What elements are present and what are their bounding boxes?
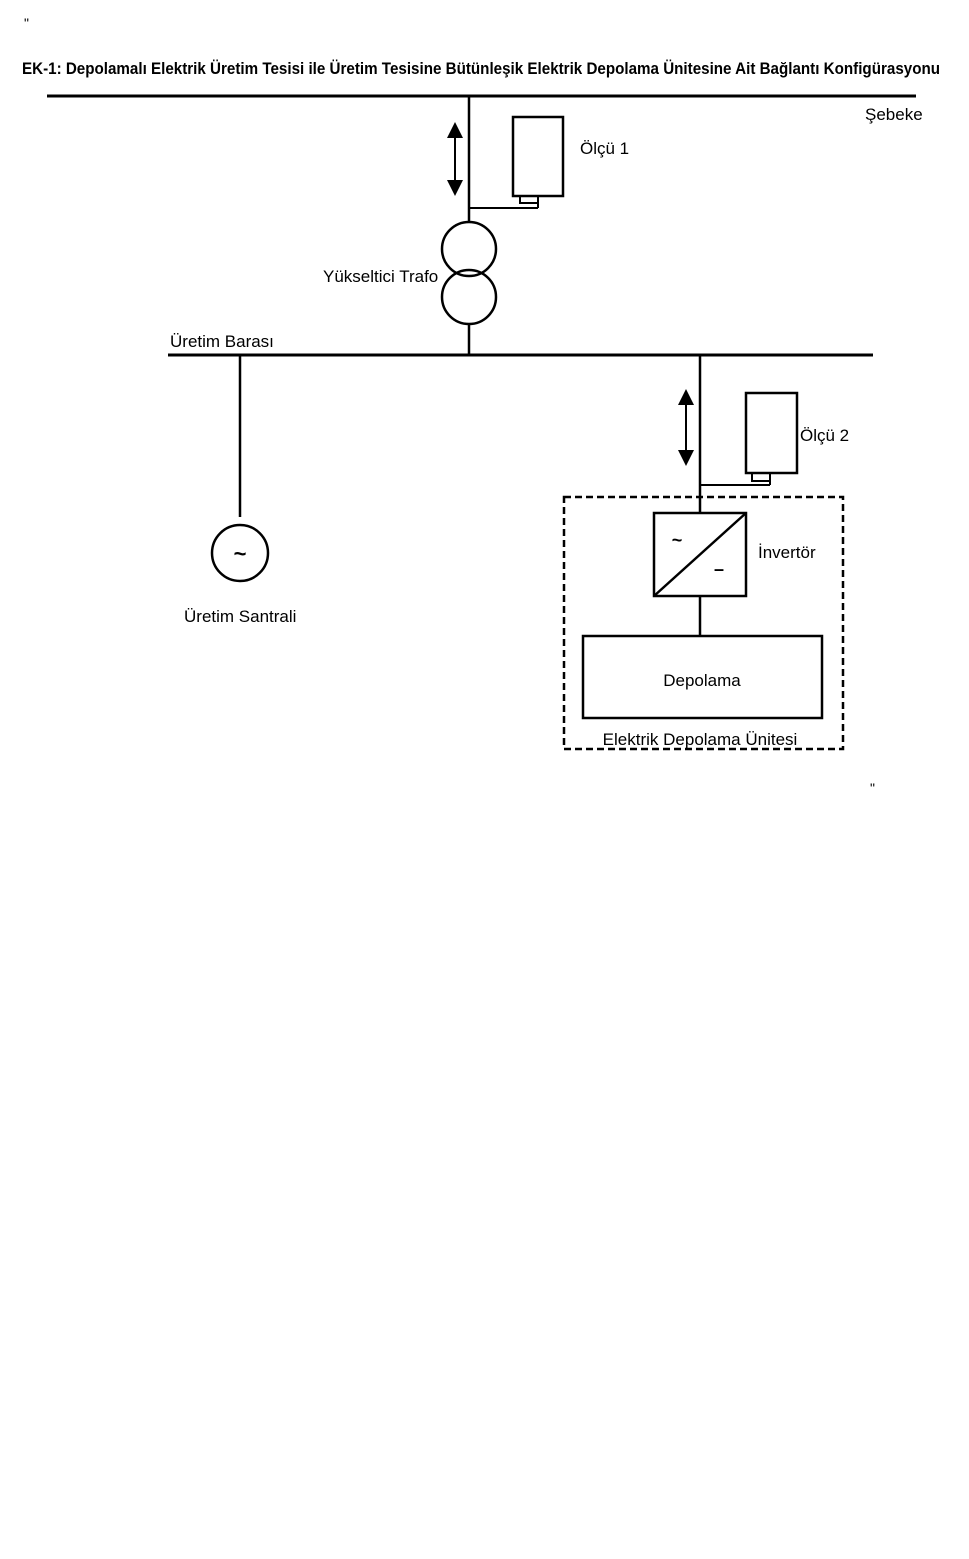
storage-unit-label: Elektrik Depolama Ünitesi xyxy=(603,730,798,749)
transformer-symbol xyxy=(440,220,498,326)
meter-1-label: Ölçü 1 xyxy=(580,139,629,158)
storage-unit-boundary xyxy=(562,495,845,751)
generator-symbol xyxy=(210,523,270,583)
generator-label: Üretim Santrali xyxy=(184,607,296,626)
diagram-title: EK-1: Depolamalı Elektrik Üretim Tesisi … xyxy=(22,59,940,78)
grid-label: Şebeke xyxy=(865,105,923,124)
quote-open: " xyxy=(24,15,29,31)
inverter-dc-symbol: – xyxy=(714,559,724,579)
inverter-ac-symbol: ~ xyxy=(672,530,683,550)
inverter-label: İnvertör xyxy=(758,543,816,562)
meter-2-label: Ölçü 2 xyxy=(800,426,849,445)
storage-label: Depolama xyxy=(663,671,741,690)
meter-1 xyxy=(469,115,565,209)
quote-close: " xyxy=(870,780,875,796)
storage-block xyxy=(581,634,824,720)
inverter-symbol xyxy=(652,511,748,598)
meter-2 xyxy=(700,391,799,486)
busbar-label: Üretim Barası xyxy=(170,332,274,351)
transformer-label: Yükseltici Trafo xyxy=(323,267,438,286)
generator-tilde: ~ xyxy=(234,541,247,566)
